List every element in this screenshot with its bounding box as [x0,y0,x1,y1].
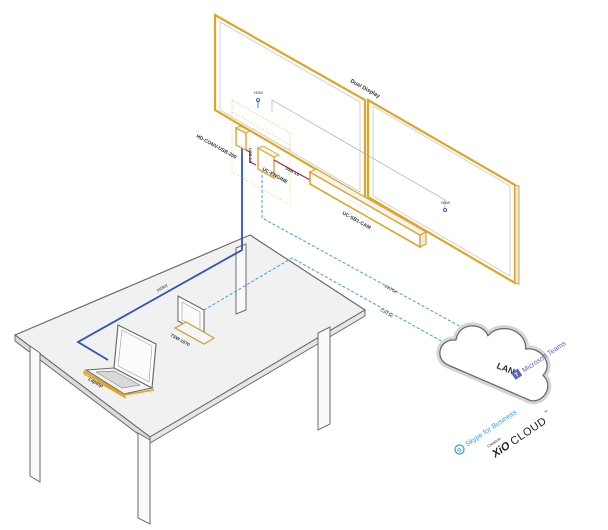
uc-engine-device [256,145,281,180]
table-leg [29,345,41,483]
camera-mount-outline [349,199,369,223]
hdmi-cable [76,146,243,361]
hdmi-right-label: HDMI [441,201,450,205]
usb-cable-left [245,149,257,166]
hd-conv-usb-200-device [234,125,252,152]
cat5e-cable-top [261,160,486,341]
cat5e-top-label: CAT5e [384,284,399,295]
cloud-text: CLOUD [508,415,549,448]
hdmi-cable-label: HDMI [156,283,168,293]
table-leg [137,432,151,525]
usb-cable-right [273,159,311,181]
display-right-inner [372,105,511,277]
teams-icon [511,368,523,380]
hdmi-left-label: HDMI [254,91,263,95]
lan-cloud [436,322,552,405]
table-leg [235,243,247,315]
cat5e-bottom-label: CAT5e [380,308,395,319]
hd-conv-label: HD-CONV-USB-200 [195,134,238,161]
uc-sb1-cam-device [308,168,428,249]
laptop-outline [83,370,127,399]
hdmi-port-icon [442,207,447,212]
svg-text:T: T [514,372,521,379]
trademark-text: ™ [543,409,549,415]
display-left-inner [219,21,361,193]
cat5e-cable-bottom [203,257,471,358]
laptop-device [83,324,157,399]
table-leg [317,326,331,431]
skype-icon [454,444,465,455]
svg-text:S: S [457,447,464,454]
laptop-frame [83,370,155,396]
hdmi-port-icon [255,98,260,103]
hdmi-link-right-display [271,99,446,212]
usb-left-label: USB 3.0 [248,148,253,164]
display-right [366,98,517,285]
laptop-keys [95,370,141,389]
dual-display [213,13,520,285]
crestron-xio-cloud-brand: Crestron XiO CLOUD ™ [486,409,549,461]
display-right-depth [514,184,520,285]
tsw-1070-device [173,295,215,345]
mount-outline [231,111,291,206]
usb-right-label: USB 3.0 [285,166,301,178]
